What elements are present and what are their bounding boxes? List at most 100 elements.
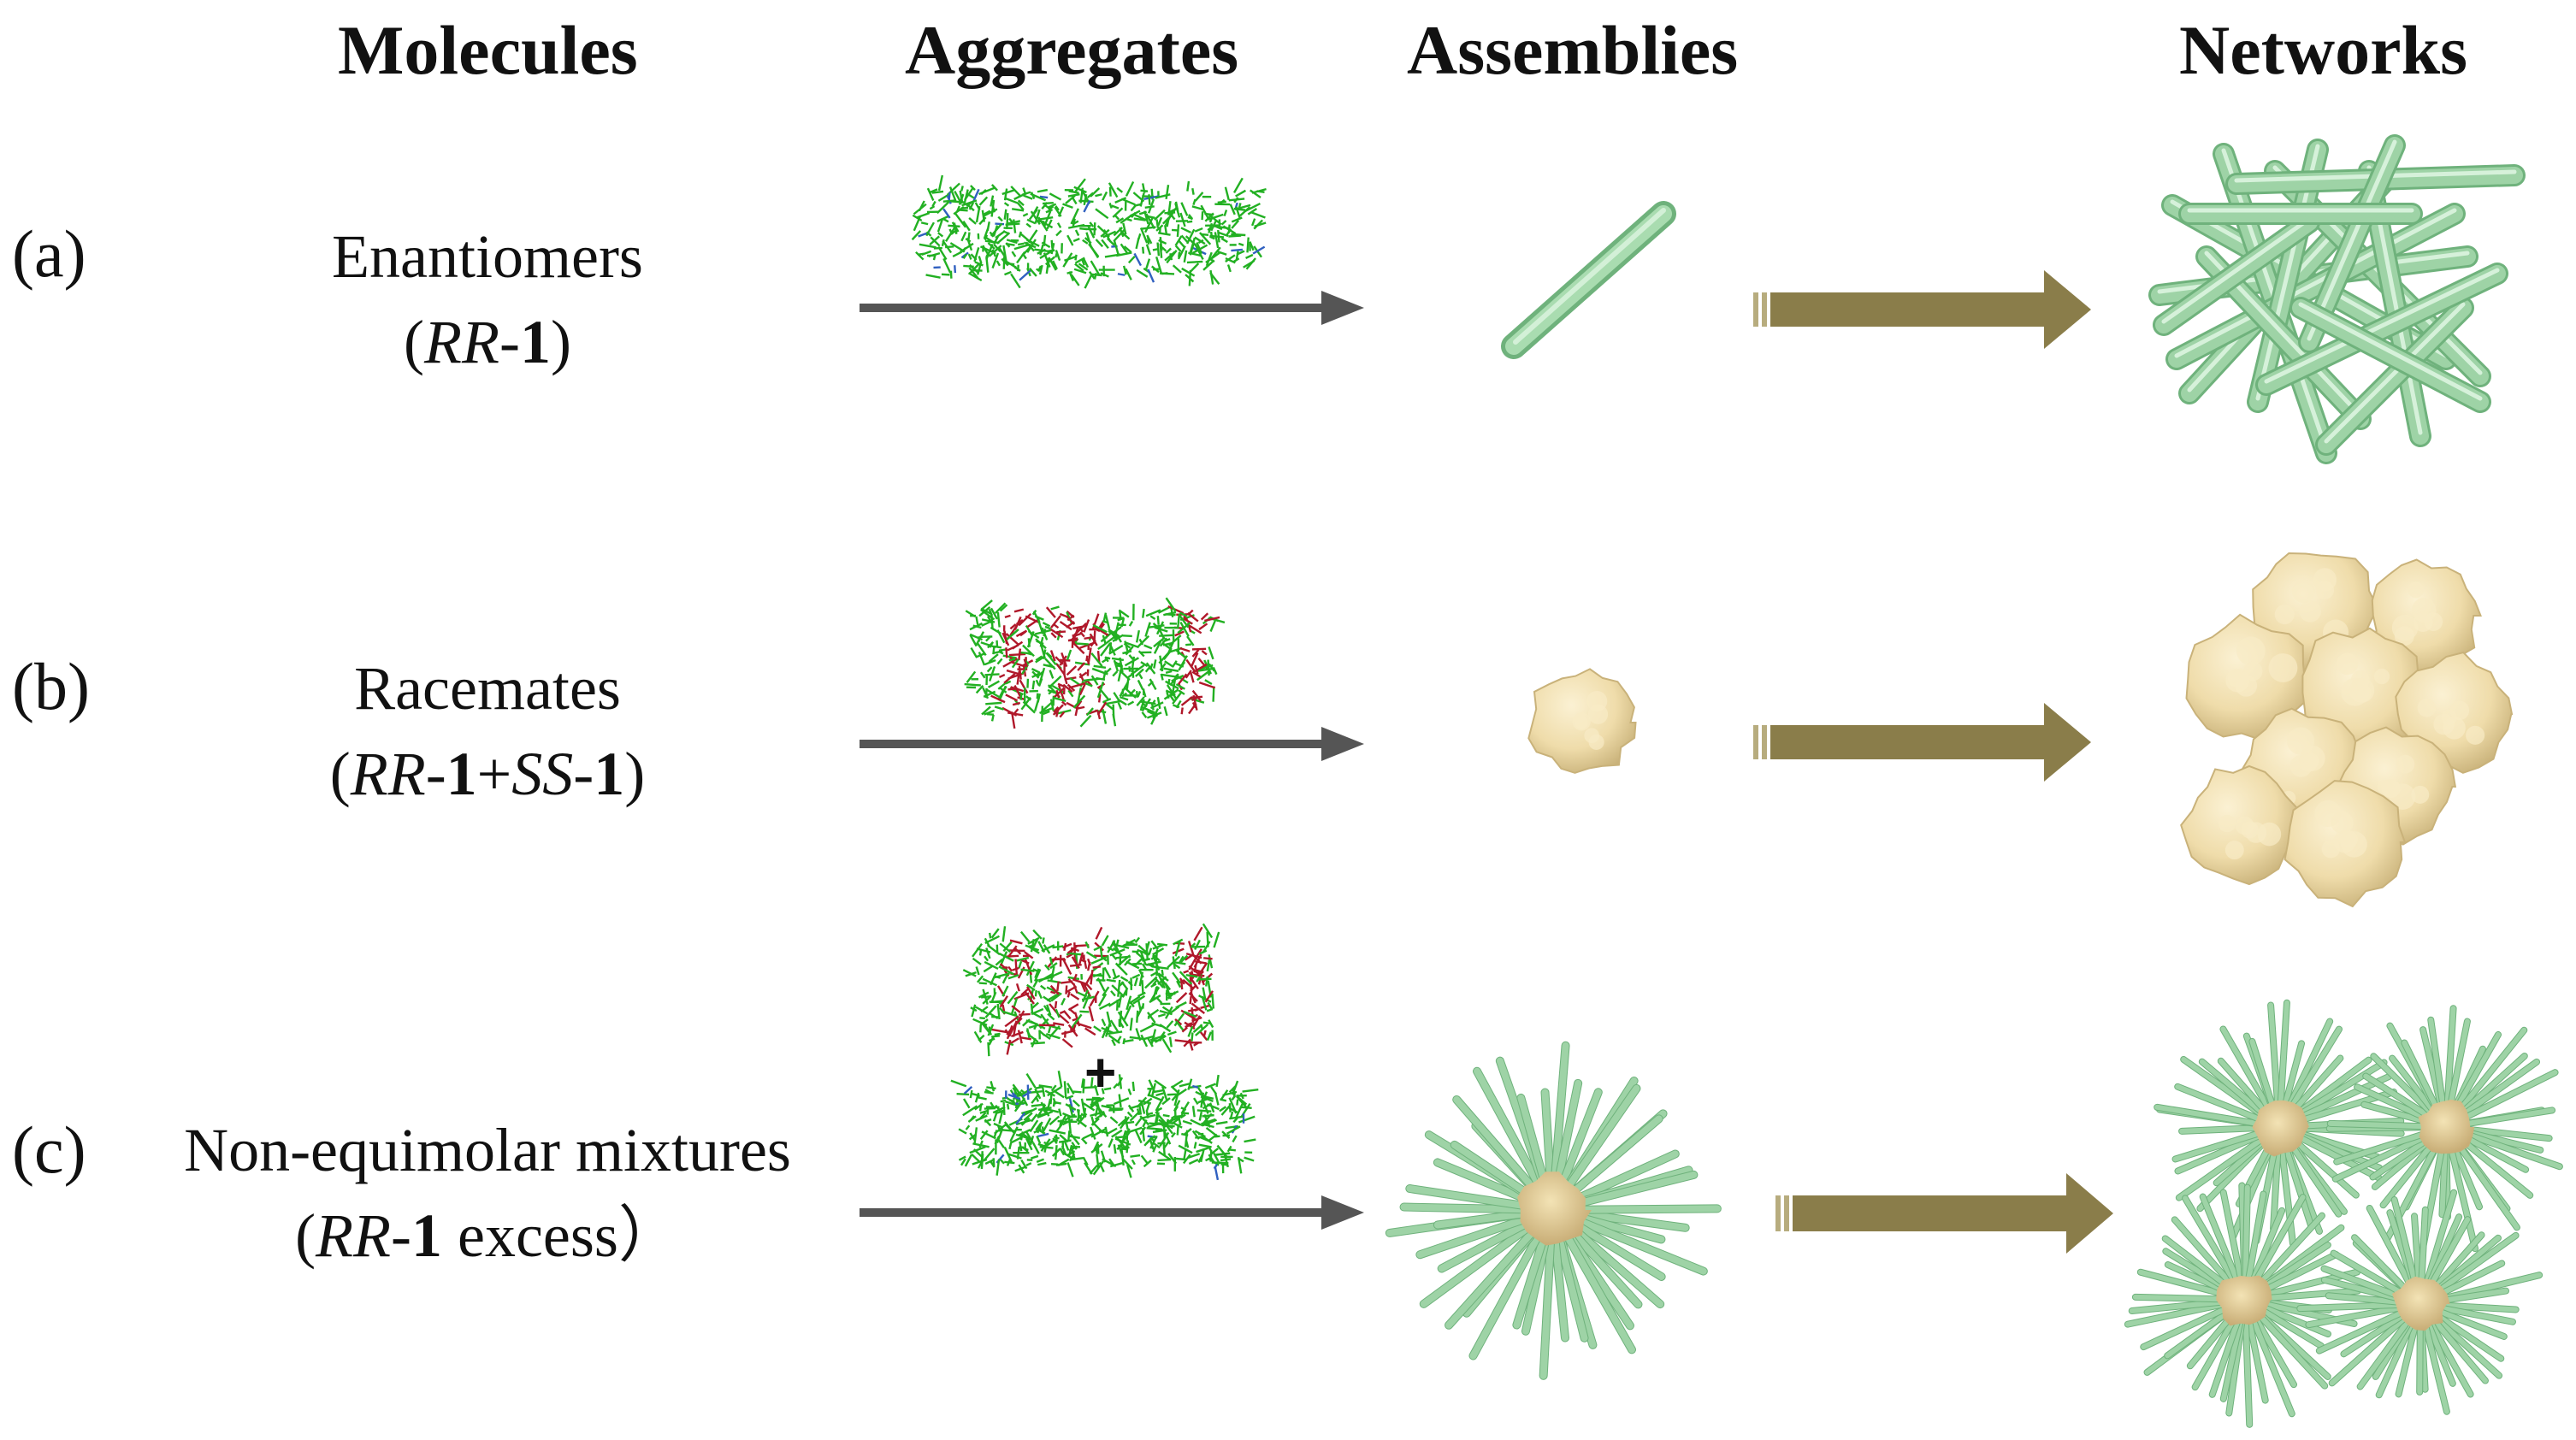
molecule-bond: [1137, 679, 1144, 690]
molecule-bond: [1114, 1137, 1131, 1146]
molecule-bond: [1168, 634, 1182, 646]
molecule-bond: [1135, 668, 1144, 677]
molecule-bond: [976, 975, 984, 983]
molecule-bond: [1220, 1158, 1232, 1162]
molecule-bond: [979, 1018, 989, 1026]
molecule-bond: [1004, 1160, 1015, 1165]
molecule-bond: [1171, 228, 1179, 232]
molecule-bond: [1202, 1091, 1208, 1100]
molecule-bond: [982, 977, 998, 987]
molecule-bond: [1032, 929, 1043, 940]
molecule-bond: [1138, 673, 1143, 680]
molecule-bond: [984, 709, 996, 716]
molecule-bond: [984, 658, 996, 666]
particle-bump: [2351, 682, 2372, 703]
molecule-formula-c: (RR-1 excess）: [295, 1201, 680, 1270]
molecule-bond: [952, 251, 963, 257]
molecule-bond: [1053, 705, 1060, 713]
molecule-bond: [931, 200, 936, 207]
molecule-bond: [1147, 1012, 1156, 1024]
molecule-bond: [1152, 708, 1160, 719]
molecule-bond: [1040, 1013, 1050, 1026]
molecule-bond: [1068, 1097, 1074, 1113]
molecule-bond: [1153, 640, 1162, 654]
molecule-bond: [984, 955, 990, 962]
molecule-bond: [986, 712, 994, 716]
molecule-bond: [1164, 1006, 1173, 1019]
molecule-bond: [941, 273, 950, 276]
molecule-bond: [1140, 1154, 1149, 1165]
molecule-bond: [983, 965, 994, 973]
molecule-bond: [1073, 958, 1079, 968]
molecule-bond: [990, 1081, 996, 1092]
molecule-bond: [1005, 260, 1017, 269]
molecule-bond: [1177, 673, 1188, 685]
molecule-bond: [1003, 188, 1008, 201]
molecule-bond: [1093, 664, 1107, 669]
molecule-bond: [1002, 1101, 1006, 1116]
molecule-bond: [1180, 1109, 1185, 1116]
molecule-bond: [1066, 1115, 1078, 1118]
molecule-bond: [1209, 1149, 1213, 1162]
molecule-bond: [994, 1135, 1001, 1145]
molecule-bond: [1187, 941, 1196, 957]
molecule-bond: [1055, 1008, 1061, 1018]
molecule-bond: [960, 186, 964, 192]
molecule-bond: [1177, 622, 1191, 634]
molecule-bond: [1146, 1126, 1163, 1131]
molecule-bond: [1025, 1162, 1032, 1166]
molecule-bond: [1127, 700, 1135, 706]
molecule-bond: [1042, 201, 1054, 205]
molecule-bond: [1007, 220, 1021, 225]
molecule-bond: [1015, 983, 1020, 992]
molecule-bond: [1100, 642, 1112, 657]
molecule-bond: [1157, 216, 1163, 227]
molecule-bond: [1111, 204, 1120, 210]
molecule-bond: [1114, 622, 1120, 639]
molecule-bond: [1227, 1148, 1237, 1152]
molecule-bond: [973, 1030, 983, 1043]
molecule-bond: [1032, 968, 1038, 972]
molecule-bond: [990, 694, 1006, 704]
spike-core: [2252, 1100, 2309, 1157]
molecule-bond: [1012, 1087, 1019, 1096]
molecule-bond: [1072, 1090, 1082, 1094]
molecule-bond: [1033, 1024, 1037, 1030]
molecule-bond: [1126, 941, 1135, 946]
molecule-bond: [1118, 1074, 1123, 1089]
molecule-bond: [1172, 971, 1182, 984]
molecule-bond: [1007, 644, 1019, 652]
particle-bump: [2411, 785, 2430, 804]
molecule-bond: [1194, 236, 1206, 245]
molecule-bond: [1060, 980, 1073, 984]
molecule-bond: [964, 1154, 972, 1167]
molecule-bond: [1070, 993, 1080, 1000]
molecule-bond: [998, 650, 1004, 655]
molecule-bond: [1159, 655, 1164, 672]
molecule-bond: [1193, 1041, 1200, 1047]
molecule-bond: [1124, 943, 1138, 947]
assembly-rod-a: [1501, 201, 1676, 359]
molecule-bond: [1066, 1162, 1074, 1177]
molecule-bond: [1055, 205, 1060, 211]
molecule-bond: [1065, 1103, 1077, 1111]
molecule-bond: [992, 225, 999, 237]
molecule-bond: [1022, 700, 1036, 714]
molecule-bond: [1145, 609, 1161, 617]
plus-sign: +: [1084, 1042, 1117, 1103]
molecule-bond: [1088, 1006, 1095, 1022]
molecule-bond: [1218, 198, 1226, 206]
molecule-bond: [1098, 1096, 1105, 1103]
molecule-bond: [1013, 1017, 1023, 1027]
molecule-bond: [1096, 977, 1106, 992]
molecule-bond: [1046, 1136, 1059, 1147]
molecule-bond: [1009, 623, 1017, 630]
particle-bump: [2391, 614, 2419, 641]
molecule-bond: [975, 684, 984, 694]
molecule-bond: [1179, 977, 1185, 985]
molecule-bond: [1074, 257, 1085, 264]
molecule-bond: [1202, 1021, 1210, 1025]
molecule-bond: [1178, 239, 1185, 248]
spike-core: [2216, 1275, 2272, 1326]
molecule-bond: [1247, 207, 1258, 215]
